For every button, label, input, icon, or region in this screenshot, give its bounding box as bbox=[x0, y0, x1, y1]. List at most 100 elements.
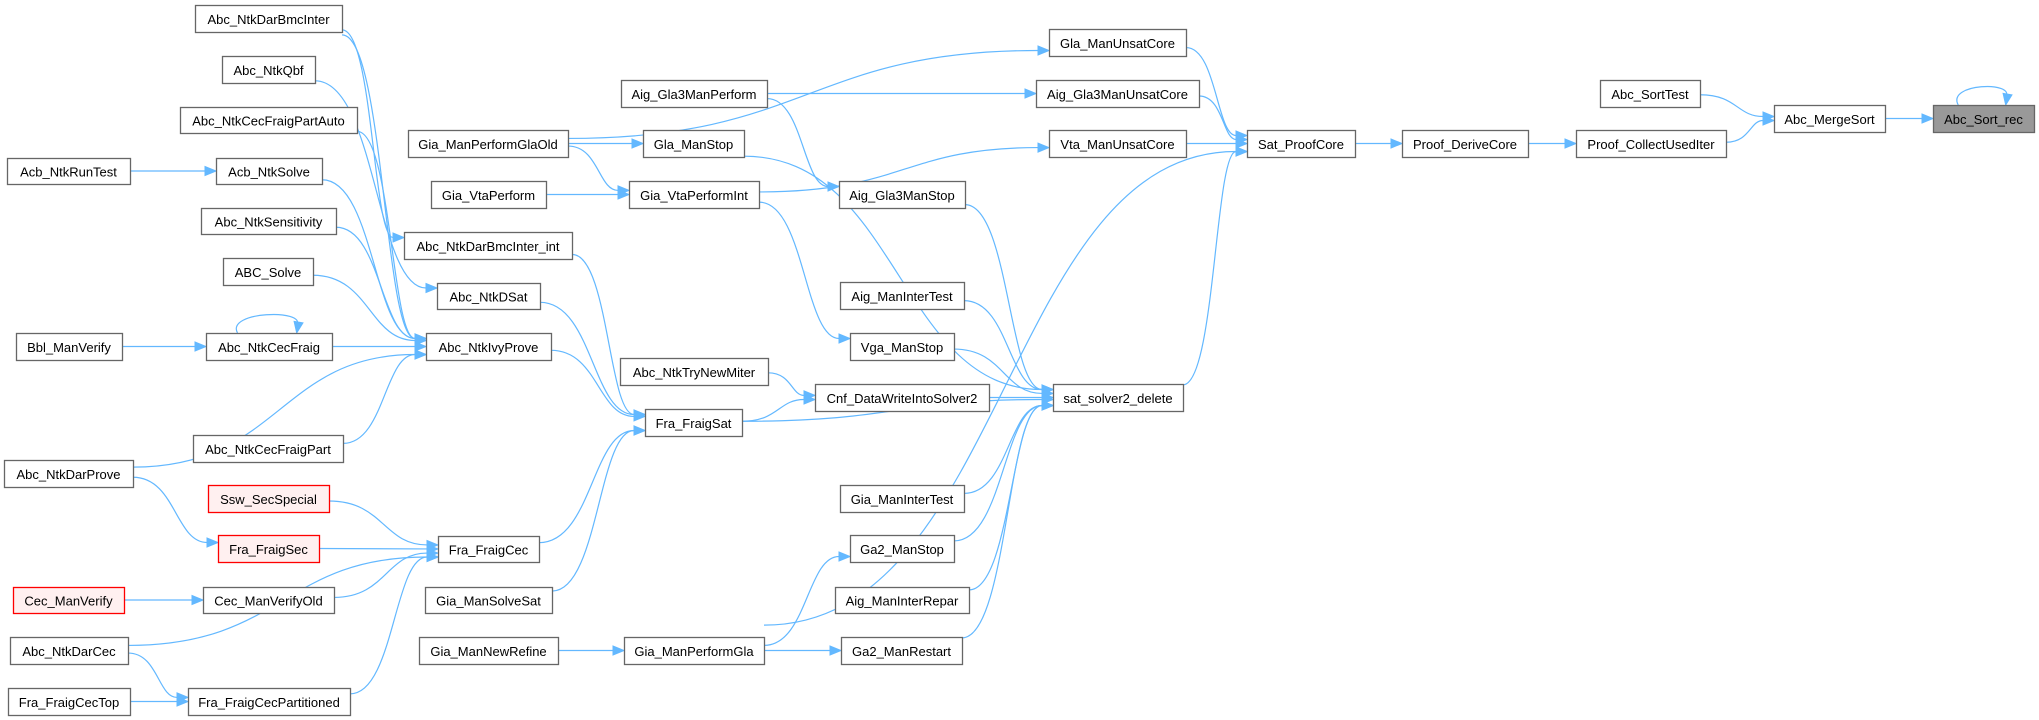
node-label: Acb_NtkRunTest bbox=[20, 165, 117, 180]
edge-gia-manperformglaold-to-gia-vtaperformint bbox=[567, 145, 631, 196]
node-aig-manintertest[interactable]: Aig_ManInterTest bbox=[839, 281, 966, 311]
node-label: Abc_NtkQbf bbox=[233, 63, 303, 78]
node-box bbox=[1048, 28, 1188, 58]
node-cnf-datawriteintosolver2[interactable]: Cnf_DataWriteIntoSolver2 bbox=[814, 383, 991, 413]
node-box bbox=[179, 106, 359, 135]
node-abc-ntkivyprove[interactable]: Abc_NtkIvyProve bbox=[425, 332, 553, 362]
node-abc-ntkcecfraigpartauto[interactable]: Abc_NtkCecFraigPartAuto bbox=[179, 106, 359, 135]
node-proof-collectusediter[interactable]: Proof_CollectUsedIter bbox=[1575, 129, 1728, 159]
edge-ga2-manstop-to-sat-solver2-delete bbox=[953, 400, 1055, 542]
node-gla-manunsatcore[interactable]: Gla_ManUnsatCore bbox=[1048, 28, 1188, 58]
node-box bbox=[1401, 129, 1530, 159]
node-label: Fra_FraigCecPartitioned bbox=[198, 695, 340, 710]
node-fra-fraigsat[interactable]: Fra_FraigSat bbox=[644, 408, 744, 438]
node-box bbox=[437, 535, 541, 564]
node-abc-ntkdarprove[interactable]: Abc_NtkDarProve bbox=[3, 459, 135, 489]
node-bbl-manverify[interactable]: Bbl_ManVerify bbox=[15, 332, 124, 362]
node-label: Abc_NtkDarCec bbox=[22, 644, 116, 659]
edge-abc-sort-rec-to-abc-sort-rec bbox=[1956, 85, 2013, 107]
node-cec-manverifyold[interactable]: Cec_ManVerifyOld bbox=[202, 586, 336, 615]
node-fra-fraigcec[interactable]: Fra_FraigCec bbox=[437, 535, 541, 564]
node-abc-ntkcecfraigpart[interactable]: Abc_NtkCecFraigPart bbox=[192, 434, 345, 464]
edge-arrowhead bbox=[414, 341, 428, 352]
node-box bbox=[200, 207, 338, 236]
node-ga2-manstop[interactable]: Ga2_ManStop bbox=[849, 534, 956, 564]
node-abc-ntkcecfraig[interactable]: Abc_NtkCecFraig bbox=[205, 332, 334, 362]
node-fra-fraigsec[interactable]: Fra_FraigSec bbox=[217, 534, 321, 564]
node-box bbox=[6, 157, 132, 186]
edge-fra-fraigsec-to-fra-fraigcec bbox=[318, 543, 440, 555]
node-abc-solve[interactable]: ABC_Solve bbox=[222, 257, 315, 287]
node-abc-sort-rec[interactable]: Abc_Sort_rec bbox=[1932, 104, 2036, 134]
node-acb-ntkruntest[interactable]: Acb_NtkRunTest bbox=[6, 157, 132, 186]
node-ssw-secspecial[interactable]: Ssw_SecSpecial bbox=[207, 484, 331, 514]
edge-arrowhead bbox=[1024, 88, 1038, 99]
node-abc-ntkdarcec[interactable]: Abc_NtkDarCec bbox=[9, 636, 130, 666]
edge-gia-manperformglaold-to-gla-manstop bbox=[568, 138, 645, 149]
node-ga2-manrestart[interactable]: Ga2_ManRestart bbox=[840, 636, 964, 666]
node-gia-manperformglaold[interactable]: Gia_ManPerformGlaOld bbox=[407, 129, 570, 159]
node-abc-ntkqbf[interactable]: Abc_NtkQbf bbox=[221, 55, 317, 85]
node-box bbox=[849, 332, 956, 362]
edge-abc-ntkdarcec-to-fra-fraigcecpartitioned bbox=[127, 652, 190, 703]
node-vga-manstop[interactable]: Vga_ManStop bbox=[849, 332, 956, 362]
edge-arrowhead bbox=[1235, 146, 1249, 157]
edge-line bbox=[333, 552, 428, 599]
node-abc-ntktrynewmiter[interactable]: Abc_NtkTryNewMiter bbox=[619, 357, 770, 387]
node-aig-gla3manunsatcore[interactable]: Aig_Gla3ManUnsatCore bbox=[1035, 79, 1201, 109]
node-sat-proofcore[interactable]: Sat_ProofCore bbox=[1246, 129, 1357, 159]
node-abc-sorttest[interactable]: Abc_SortTest bbox=[1599, 79, 1702, 109]
node-label: Abc_SortTest bbox=[1611, 87, 1689, 102]
node-abc-ntkdarbmcinter-int[interactable]: Abc_NtkDarBmcInter_int bbox=[403, 231, 574, 261]
node-proof-derivecore[interactable]: Proof_DeriveCore bbox=[1401, 129, 1530, 159]
node-label: Ga2_ManRestart bbox=[852, 644, 951, 659]
node-label: Ga2_ManStop bbox=[860, 542, 944, 557]
node-box bbox=[619, 357, 770, 387]
node-gia-mannewrefine[interactable]: Gia_ManNewRefine bbox=[418, 636, 560, 666]
node-label: Gia_ManNewRefine bbox=[430, 644, 546, 659]
node-box bbox=[1052, 383, 1185, 413]
node-box bbox=[221, 55, 317, 85]
node-fra-fraigcectop[interactable]: Fra_FraigCecTop bbox=[7, 687, 132, 717]
node-label: Gia_ManInterTest bbox=[851, 492, 954, 507]
node-box bbox=[814, 383, 991, 413]
node-abc-ntksensitivity[interactable]: Abc_NtkSensitivity bbox=[200, 207, 338, 236]
node-box bbox=[1932, 104, 2036, 134]
node-box bbox=[3, 459, 135, 489]
edge-line bbox=[314, 80, 427, 289]
node-fra-fraigcecpartitioned[interactable]: Fra_FraigCecPartitioned bbox=[187, 687, 352, 717]
node-gia-manperformgla[interactable]: Gia_ManPerformGla bbox=[623, 636, 766, 666]
node-cec-manverify[interactable]: Cec_ManVerify bbox=[12, 586, 126, 615]
node-box bbox=[9, 636, 130, 666]
node-gia-vtaperform[interactable]: Gia_VtaPerform bbox=[430, 180, 548, 210]
edge-aig-gla3manunsatcore-to-sat-proofcore bbox=[1198, 95, 1249, 145]
node-label: Gla_ManStop bbox=[654, 137, 734, 152]
node-abc-ntkdarbmcinter[interactable]: Abc_NtkDarBmcInter bbox=[194, 4, 344, 34]
node-box bbox=[1599, 79, 1702, 109]
node-label: Gia_VtaPerformInt bbox=[640, 188, 748, 203]
node-label: Aig_Gla3ManUnsatCore bbox=[1047, 87, 1188, 102]
node-vta-manunsatcore[interactable]: Vta_ManUnsatCore bbox=[1048, 129, 1188, 159]
edge-arrowhead bbox=[1390, 138, 1404, 149]
node-gla-manstop[interactable]: Gla_ManStop bbox=[642, 129, 746, 159]
node-gia-vtaperformint[interactable]: Gia_VtaPerformInt bbox=[628, 180, 761, 210]
node-abc-ntkdsat[interactable]: Abc_NtkDSat bbox=[436, 282, 542, 311]
node-gia-mansolvesat[interactable]: Gia_ManSolveSat bbox=[424, 586, 554, 615]
node-aig-gla3manperform[interactable]: Aig_Gla3ManPerform bbox=[620, 79, 769, 109]
node-acb-ntksolve[interactable]: Acb_NtkSolve bbox=[215, 157, 324, 186]
node-sat-solver2-delete[interactable]: sat_solver2_delete bbox=[1052, 383, 1185, 413]
node-box bbox=[418, 636, 560, 666]
node-label: Abc_NtkDSat bbox=[449, 290, 527, 305]
edge-gia-mansolvesat-to-fra-fraigsat bbox=[551, 425, 647, 592]
edge-gia-vtaperformint-to-vta-manunsatcore bbox=[758, 142, 1051, 193]
node-aig-gla3manstop[interactable]: Aig_Gla3ManStop bbox=[838, 180, 967, 210]
node-box bbox=[838, 180, 967, 210]
node-gia-manintertest[interactable]: Gia_ManInterTest bbox=[839, 484, 966, 514]
edge-arrowhead bbox=[803, 394, 817, 405]
node-abc-mergesort[interactable]: Abc_MergeSort bbox=[1773, 104, 1887, 134]
edge-fra-fraigcec-to-fra-fraigsat bbox=[538, 425, 647, 544]
node-box bbox=[217, 534, 321, 564]
node-box bbox=[407, 129, 570, 159]
node-aig-maninterrepar[interactable]: Aig_ManInterRepar bbox=[834, 586, 971, 615]
node-box bbox=[834, 586, 971, 615]
